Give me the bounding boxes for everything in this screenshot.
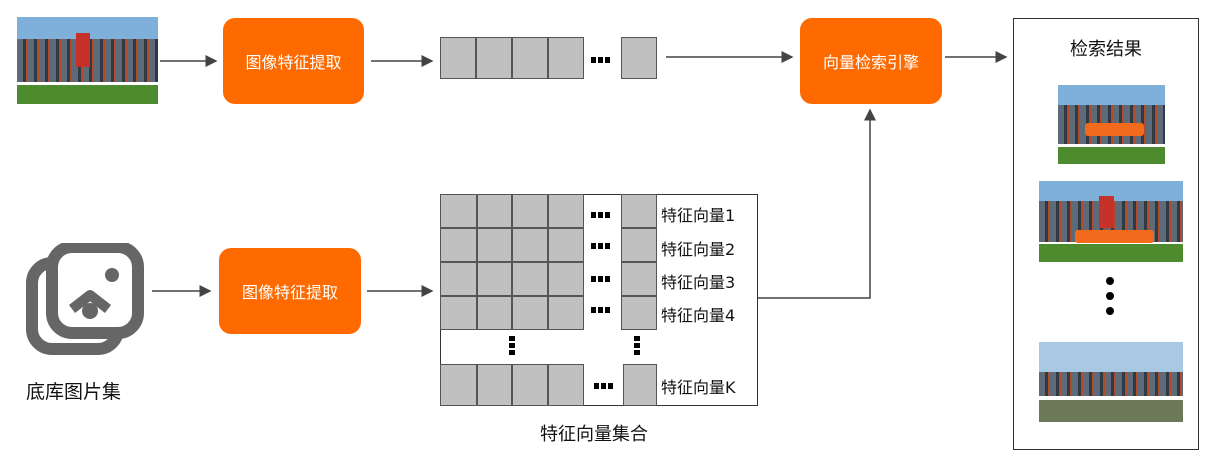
vector-set-label: 特征向量集合: [540, 424, 648, 445]
matrix-cell: [621, 194, 657, 228]
matrix-cell: [621, 262, 657, 296]
matrix-cell: [548, 194, 584, 228]
ellipsis-dots: [591, 276, 610, 282]
matrix-cell: [548, 364, 584, 406]
vector-label: 特征向量K: [661, 378, 736, 397]
feature-extraction-box-top: 图像特征提取: [223, 18, 364, 104]
vector-cell: [512, 37, 548, 79]
feature-extraction-label: 图像特征提取: [241, 283, 338, 302]
ellipsis-dots: [591, 212, 610, 218]
ellipsis-dots: [594, 383, 613, 389]
matrix-cell: [548, 228, 584, 262]
result-image: [1039, 342, 1183, 422]
gallery-label: 底库图片集: [26, 381, 122, 403]
matrix-cell: [477, 296, 512, 330]
matrix-cell: [621, 296, 657, 330]
results-title: 检索结果: [1070, 39, 1142, 60]
matrix-cell: [512, 228, 548, 262]
arrow-matrix-to-engine: [758, 108, 876, 299]
matrix-cell: [440, 364, 477, 406]
result-image: [1058, 85, 1165, 164]
vector-label: 特征向量3: [661, 273, 736, 292]
vector-label: 特征向量2: [661, 240, 736, 259]
query-image: [17, 17, 158, 104]
matrix-cell: [477, 194, 512, 228]
matrix-cell: [512, 262, 548, 296]
feature-extraction-label: 图像特征提取: [245, 53, 342, 72]
matrix-cell: [477, 262, 512, 296]
vector-cell: [476, 37, 512, 79]
ellipsis-dots: [591, 57, 610, 63]
matrix-cell: [623, 364, 657, 406]
vertical-ellipsis: [1106, 277, 1114, 315]
feature-extraction-box-bottom: 图像特征提取: [219, 248, 361, 334]
vector-cell: [440, 37, 476, 79]
vertical-ellipsis-dots: [634, 336, 640, 355]
matrix-cell: [548, 262, 584, 296]
matrix-cell: [548, 296, 584, 330]
matrix-cell: [477, 364, 512, 406]
vector-label: 特征向量4: [661, 306, 736, 325]
image-stack-icon: [26, 243, 144, 355]
ellipsis-dots: [591, 307, 610, 313]
matrix-cell: [440, 228, 477, 262]
matrix-cell: [512, 296, 548, 330]
matrix-cell: [621, 228, 657, 262]
matrix-cell: [512, 194, 548, 228]
vector-label: 特征向量1: [661, 206, 736, 225]
matrix-cell: [440, 262, 477, 296]
matrix-cell: [440, 296, 477, 330]
engine-label: 向量检索引擎: [822, 53, 919, 72]
matrix-cell: [440, 194, 477, 228]
vertical-ellipsis-dots: [509, 336, 515, 355]
result-image: [1039, 181, 1183, 262]
vector-cell: [548, 37, 584, 79]
vector-search-engine-box: 向量检索引擎: [800, 18, 942, 104]
results-panel: 检索结果: [1013, 18, 1199, 450]
matrix-cell: [477, 228, 512, 262]
vector-cell: [621, 37, 657, 79]
matrix-cell: [512, 364, 548, 406]
ellipsis-dots: [591, 243, 610, 249]
